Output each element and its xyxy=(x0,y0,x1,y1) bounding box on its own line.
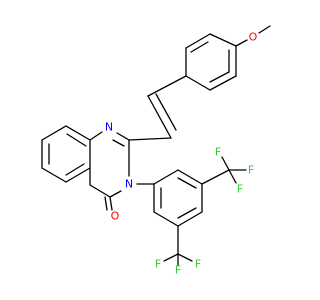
bond-o-aryl xyxy=(235,39,248,47)
bond-benzo xyxy=(41,167,67,183)
bond-c-f xyxy=(177,253,193,262)
bond-ring1 xyxy=(209,71,230,83)
fluorine-label: F xyxy=(155,258,161,271)
nitrogen-1-label: N xyxy=(105,121,113,134)
bond-ring1 xyxy=(209,33,237,47)
bond-ring3 xyxy=(153,211,179,227)
bond-ring1 xyxy=(209,75,237,91)
bond-benzo xyxy=(41,125,67,141)
fluorine-label: F xyxy=(195,258,201,271)
bond-ring3 xyxy=(153,169,179,185)
bond-methyl-o xyxy=(258,25,271,34)
bond-c-f xyxy=(228,169,237,184)
bond-ring1 xyxy=(185,75,211,91)
bond-c4-c4a xyxy=(89,184,111,198)
fluorine-label: F xyxy=(237,183,243,196)
bond-ring3 xyxy=(177,169,203,185)
nitrogen-3-label: N xyxy=(125,178,133,191)
bond-benzo xyxy=(65,163,85,176)
bond-ring1 xyxy=(185,33,211,49)
bond-cf3-upper xyxy=(201,169,230,185)
bond-vinyl xyxy=(147,75,187,97)
bond-ring3 xyxy=(177,211,203,227)
fluorine-label: F xyxy=(215,146,221,159)
bond-benzo xyxy=(66,133,87,147)
bond-n1-c8a xyxy=(89,131,103,141)
bond-c2-n1 xyxy=(116,132,130,141)
bond-c-f xyxy=(221,156,230,171)
bond-benzo xyxy=(65,167,91,183)
bond-ring3 xyxy=(177,177,197,189)
oxygen-ether-label: O xyxy=(249,31,258,44)
bond-n3-c4 xyxy=(109,190,122,198)
bond-c4-o xyxy=(109,196,113,211)
molecule-structure: O N N O F F F F F F xyxy=(41,25,271,277)
bond-ring1 xyxy=(190,41,209,53)
bond-ring3 xyxy=(177,207,197,219)
bond-c2-n1-double xyxy=(112,139,125,147)
atom-labels: O N N O F F F F F F xyxy=(105,31,258,277)
bond-vinyl xyxy=(128,137,172,141)
bond-c-f xyxy=(163,253,179,262)
bond-vinyl-double xyxy=(155,93,177,131)
oxygen-carbonyl-label: O xyxy=(111,210,120,223)
fluorine-label: F xyxy=(248,164,254,177)
bond-c4-o-double xyxy=(104,196,108,211)
fluorine-label: F xyxy=(175,264,181,277)
bond-benzo xyxy=(65,125,91,141)
bond-vinyl-double xyxy=(147,95,172,139)
bonds xyxy=(41,25,271,266)
